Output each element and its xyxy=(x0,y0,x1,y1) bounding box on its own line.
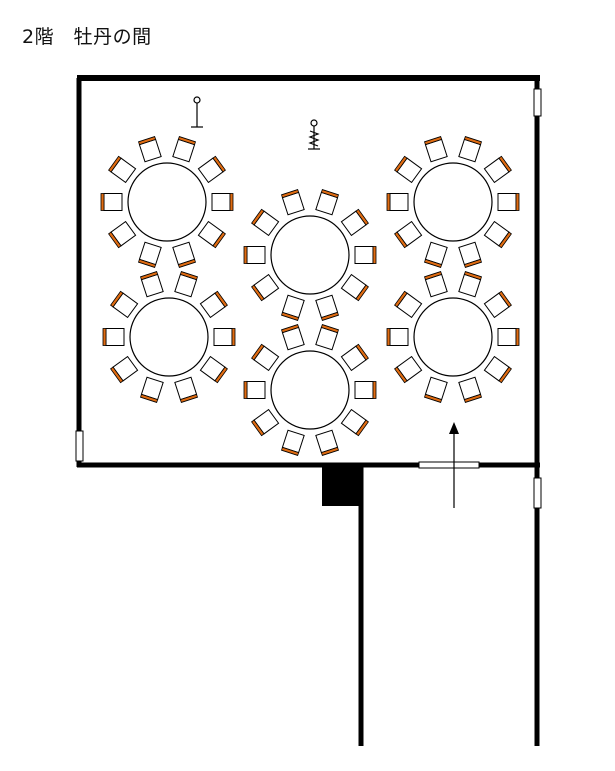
chair xyxy=(315,294,339,321)
chair xyxy=(483,290,512,319)
chair xyxy=(140,271,164,298)
round-table-5 xyxy=(243,324,377,456)
door-opening-right-lower xyxy=(533,477,542,509)
chair xyxy=(281,294,305,321)
chair xyxy=(497,328,520,346)
chair xyxy=(174,271,198,298)
round-table-1 xyxy=(100,136,234,268)
chair xyxy=(211,193,234,211)
chair xyxy=(108,220,137,249)
chair xyxy=(424,376,448,403)
chair xyxy=(213,328,236,346)
microphone-stand-icon xyxy=(191,96,203,128)
door-opening-bottom xyxy=(418,461,480,469)
speaker-stand-icon xyxy=(308,119,320,150)
table-top xyxy=(127,162,207,242)
round-table-3 xyxy=(386,136,520,268)
chair xyxy=(243,381,266,399)
chair xyxy=(197,220,226,249)
chair xyxy=(394,155,423,184)
chair xyxy=(102,328,125,346)
chair xyxy=(197,155,226,184)
chair xyxy=(354,381,377,399)
table-top xyxy=(270,350,350,430)
chair xyxy=(110,290,139,319)
chair xyxy=(138,136,162,163)
chair xyxy=(172,241,196,268)
door-opening-left xyxy=(75,430,84,462)
arrow-up-icon xyxy=(449,422,459,508)
chair xyxy=(140,376,164,403)
chair xyxy=(199,290,228,319)
chair xyxy=(100,193,123,211)
chair xyxy=(424,241,448,268)
chair xyxy=(243,246,266,264)
chair xyxy=(394,290,423,319)
table-top xyxy=(270,215,350,295)
chair xyxy=(110,355,139,384)
pillar xyxy=(322,467,362,506)
chair xyxy=(483,220,512,249)
chair xyxy=(315,429,339,456)
chair xyxy=(458,241,482,268)
chair xyxy=(251,208,280,237)
chair xyxy=(281,189,305,216)
chair xyxy=(251,408,280,437)
walls xyxy=(76,75,540,746)
chair xyxy=(497,193,520,211)
chair xyxy=(281,429,305,456)
chair xyxy=(340,273,369,302)
round-table-4 xyxy=(102,271,236,403)
table-top xyxy=(413,162,493,242)
chair xyxy=(281,324,305,351)
chair xyxy=(251,343,280,372)
chair xyxy=(138,241,162,268)
chair xyxy=(458,376,482,403)
chair xyxy=(354,246,377,264)
chair xyxy=(424,271,448,298)
chair xyxy=(174,376,198,403)
chair xyxy=(483,355,512,384)
chair xyxy=(199,355,228,384)
chair xyxy=(315,324,339,351)
chair xyxy=(458,136,482,163)
table-top xyxy=(413,297,493,377)
chair xyxy=(172,136,196,163)
chair xyxy=(394,355,423,384)
chair xyxy=(386,193,409,211)
chair xyxy=(315,189,339,216)
chair xyxy=(483,155,512,184)
round-table-2 xyxy=(243,189,377,321)
chair xyxy=(424,136,448,163)
chair xyxy=(394,220,423,249)
chair xyxy=(340,208,369,237)
door-opening-right-upper xyxy=(533,88,542,117)
chair xyxy=(340,408,369,437)
chair xyxy=(458,271,482,298)
openings xyxy=(75,88,542,509)
table-group xyxy=(100,136,520,456)
chair xyxy=(340,343,369,372)
floor-room-title: 2階 牡丹の間 xyxy=(22,26,152,48)
chair xyxy=(386,328,409,346)
round-table-6 xyxy=(386,271,520,403)
chair xyxy=(108,155,137,184)
chair xyxy=(251,273,280,302)
table-top xyxy=(129,297,209,377)
